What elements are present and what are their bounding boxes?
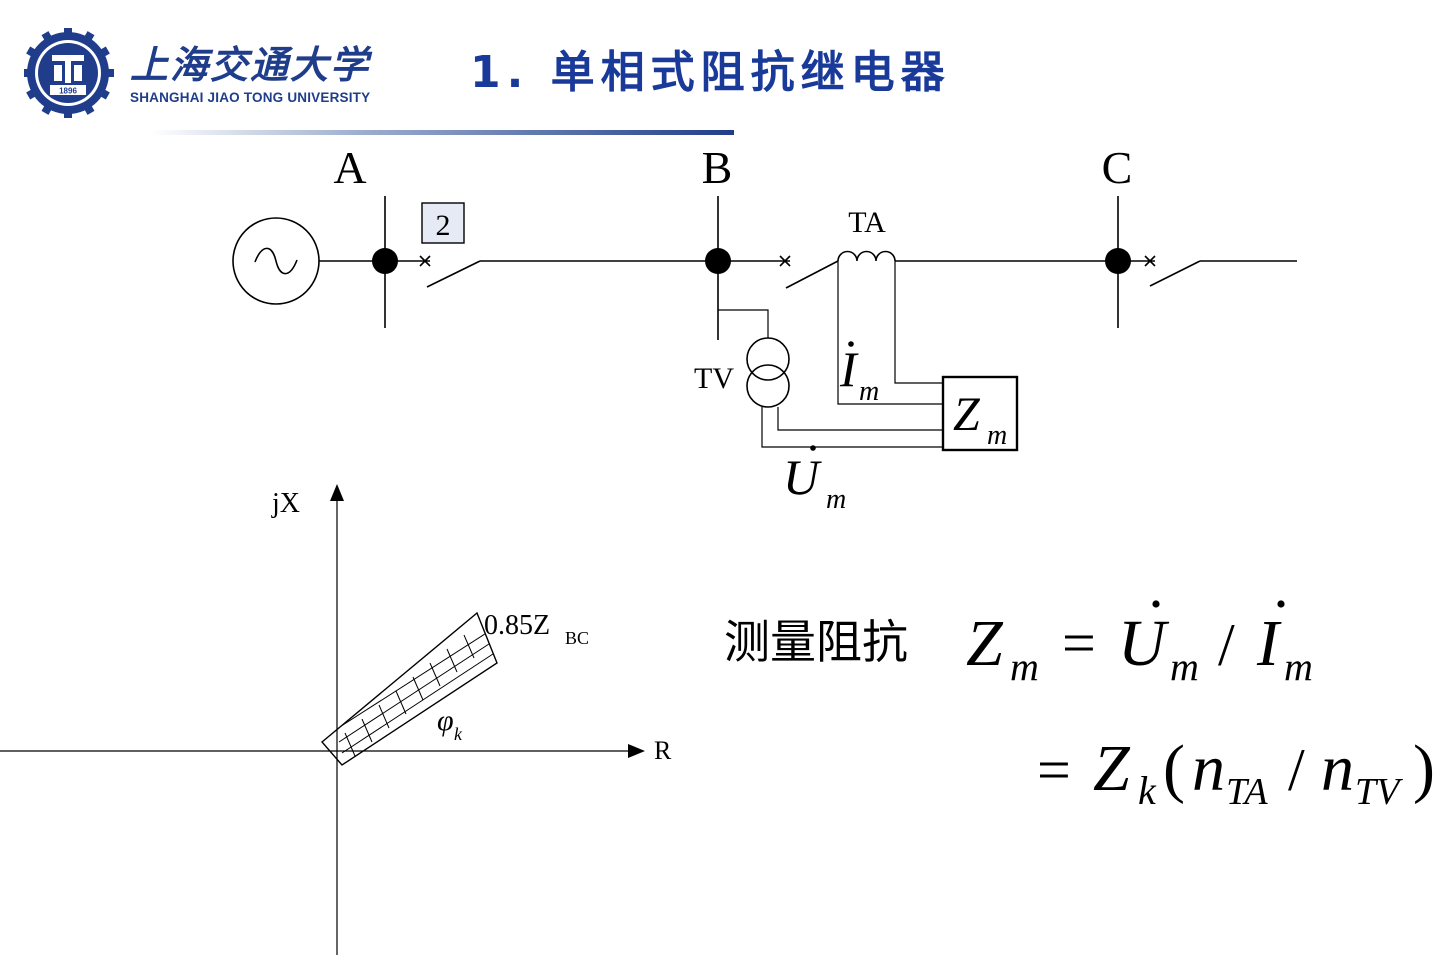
breaker-number-box <box>421 202 465 244</box>
relay-subscript: m <box>987 420 1007 451</box>
formula-z-subscript: m <box>1010 644 1039 689</box>
current-symbol: I <box>839 341 859 397</box>
r-axis-arrow-icon <box>628 744 645 758</box>
jx-axis-arrow-icon <box>330 484 344 501</box>
impedance-plane <box>0 497 632 955</box>
formula2-slash: / <box>1288 737 1305 803</box>
university-logo: 1896 上海交通大学 SHANGHAI JIAO TONG UNIVERSIT… <box>22 27 370 119</box>
breaker-a-icon <box>419 255 481 288</box>
formula-i-subscript: m <box>1284 644 1313 689</box>
breaker-c-icon <box>1144 255 1201 287</box>
angle-symbol: φ <box>437 704 454 737</box>
bus-c-node <box>1105 248 1131 274</box>
relay-symbol: Z <box>953 388 981 441</box>
current-transformer-icon <box>837 250 896 262</box>
breaker-b-icon <box>779 255 839 289</box>
formula-n-ta: n <box>1192 732 1225 805</box>
formula-equals: = <box>1062 610 1096 676</box>
formula-tv-subscript: TV <box>1355 771 1403 813</box>
bus-b-node <box>705 248 731 274</box>
slide-title: 1. 单相式阻抗继电器 <box>470 47 951 98</box>
voltage-subscript: m <box>826 484 846 515</box>
formula-close-paren: ) <box>1413 732 1435 805</box>
formula-open-paren: ( <box>1163 732 1185 805</box>
sine-wave-icon <box>254 247 298 275</box>
logo-chinese-name: 上海交通大学 <box>130 42 371 87</box>
formula2-equals: = <box>1037 737 1071 803</box>
formula-i: I <box>1256 607 1282 680</box>
bus-b-label: B <box>702 142 733 193</box>
bus-a-node <box>372 248 398 274</box>
voltage-phasor-dot <box>810 445 816 451</box>
breaker-number: 2 <box>436 209 451 242</box>
setting-impedance-label: 0.85Z <box>484 610 550 641</box>
logo-english-name: SHANGHAI JIAO TONG UNIVERSITY <box>130 90 371 105</box>
bus-c-label: C <box>1102 142 1133 193</box>
current-phasor-dot <box>848 341 854 347</box>
formula-zk-subscript: k <box>1138 768 1157 813</box>
bus-a-label: A <box>333 142 366 193</box>
ta-label: TA <box>848 206 886 239</box>
formula-u-dot <box>1152 600 1160 608</box>
formula-u-subscript: m <box>1170 644 1199 689</box>
operating-zone <box>321 611 498 766</box>
one-line-circuit <box>232 196 1297 452</box>
measured-impedance-formula: 测量阻抗 Z m = U m / I m = Z k ( n TA / n TV… <box>724 600 1435 813</box>
setting-impedance-subscript: BC <box>565 628 589 648</box>
formula-z: Z <box>966 607 1004 680</box>
formula-n-tv: n <box>1321 732 1354 805</box>
impedance-relay-box <box>941 375 1019 452</box>
formula-zk: Z <box>1093 732 1131 805</box>
formula-slash: / <box>1218 612 1235 678</box>
logo-year: 1896 <box>59 87 77 96</box>
university-seal-icon: 1896 <box>22 27 114 119</box>
angle-subscript: k <box>454 724 463 744</box>
formula-ta-subscript: TA <box>1226 771 1268 813</box>
current-subscript: m <box>859 376 879 407</box>
title-underline <box>150 130 734 135</box>
voltage-symbol: U <box>783 449 822 505</box>
formula-i-dot <box>1277 600 1285 608</box>
r-axis-label: R <box>654 736 672 765</box>
tv-label: TV <box>694 362 734 395</box>
voltage-transformer-icon <box>746 337 790 408</box>
jx-axis-label: jX <box>271 488 300 519</box>
formula-u: U <box>1118 607 1170 680</box>
formula-label: 测量阻抗 <box>724 615 908 669</box>
